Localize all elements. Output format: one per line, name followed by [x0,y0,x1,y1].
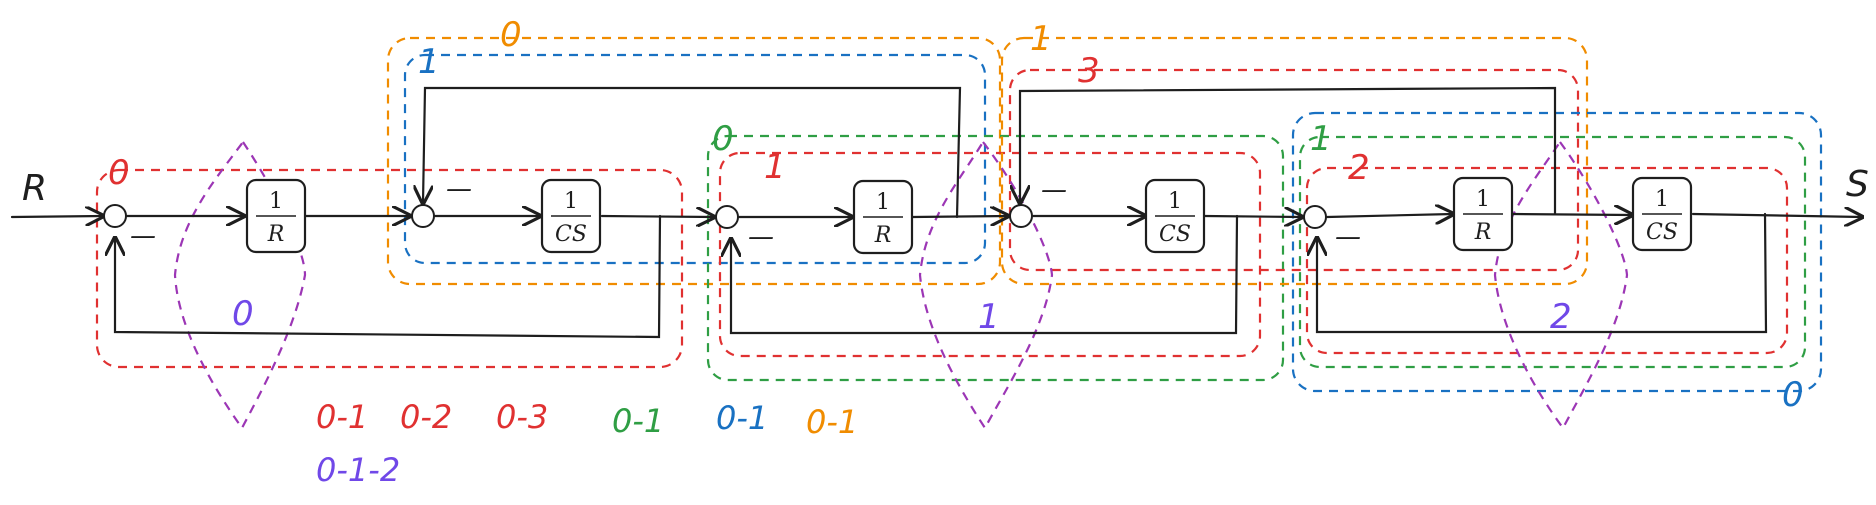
region-red-mid [718,151,1262,358]
minus-sign: — [1041,175,1067,205]
block-numerator: 1 [1655,187,1669,212]
legend-green: 0-1 [612,402,664,440]
legend-red-0-3: 0-3 [496,398,548,436]
region-label-blue-right: 0 [1782,375,1804,415]
cut-diamond-1 [918,140,1054,431]
output-signal-label: S [1846,164,1869,205]
region-label-green-right: 1 [1310,119,1332,159]
block-denominator: R [1474,220,1492,245]
sum-junction-1 [103,204,127,228]
region-orange-left [386,36,1002,286]
minus-sign: — [1335,222,1361,252]
legend-red-0-1: 0-1 [316,398,368,436]
transfer-block-1: 1R [245,178,307,254]
block-numerator: 1 [876,190,890,215]
diamond-label-2: 2 [1550,297,1572,337]
region-label-red-mid: 1 [764,147,786,187]
transfer-block-3: 1R [852,179,914,255]
transfer-block-5: 1R [1452,176,1514,252]
input-signal-label: R [22,168,47,209]
block-denominator: CS [1159,222,1191,247]
region-red-right [1305,166,1789,355]
transfer-block-6: 1CS [1631,176,1693,252]
sum-junction-2 [411,204,435,228]
region-label-red-right: 2 [1348,148,1370,188]
block-numerator: 1 [269,189,283,214]
region-blue-right [1291,111,1823,393]
block-denominator: R [874,223,892,248]
sum-junction-4 [1009,204,1033,228]
legend-red-0-2: 0-2 [400,398,452,436]
block-numerator: 1 [1168,189,1182,214]
region-orange-right [1000,36,1589,286]
region-label-orange-right: 1 [1030,19,1052,59]
minus-sign: — [748,222,774,252]
region-label-blue-left: 1 [418,42,440,82]
block-denominator: CS [1646,220,1678,245]
legend-orange: 0-1 [806,403,858,441]
region-blue-left [403,53,987,265]
minus-sign: — [446,174,472,204]
region-green-right [1298,135,1807,369]
legend-blue: 0-1 [716,399,768,437]
sum-junction-3 [715,205,739,229]
region-label-orange-left: 0 [500,15,522,55]
block-numerator: 1 [1476,187,1490,212]
region-red-top-right [1008,68,1580,272]
region-label-green-mid: 0 [712,119,734,159]
region-red-left [95,168,684,369]
region-label-red-top-right: 3 [1078,51,1100,91]
transfer-block-4: 1CS [1144,178,1206,254]
transfer-block-2: 1CS [540,178,602,254]
sum-junction-5 [1303,205,1327,229]
block-numerator: 1 [564,189,578,214]
region-green-mid [706,134,1285,382]
block-denominator: CS [555,222,587,247]
block-denominator: R [267,222,285,247]
cut-diamond-2 [1493,140,1629,431]
region-label-red-left: 0 [108,153,130,193]
legend-purple: 0-1-2 [316,451,400,489]
diamond-label-0: 0 [232,294,254,334]
minus-sign: — [130,221,156,251]
diamond-label-1: 1 [978,297,1000,337]
